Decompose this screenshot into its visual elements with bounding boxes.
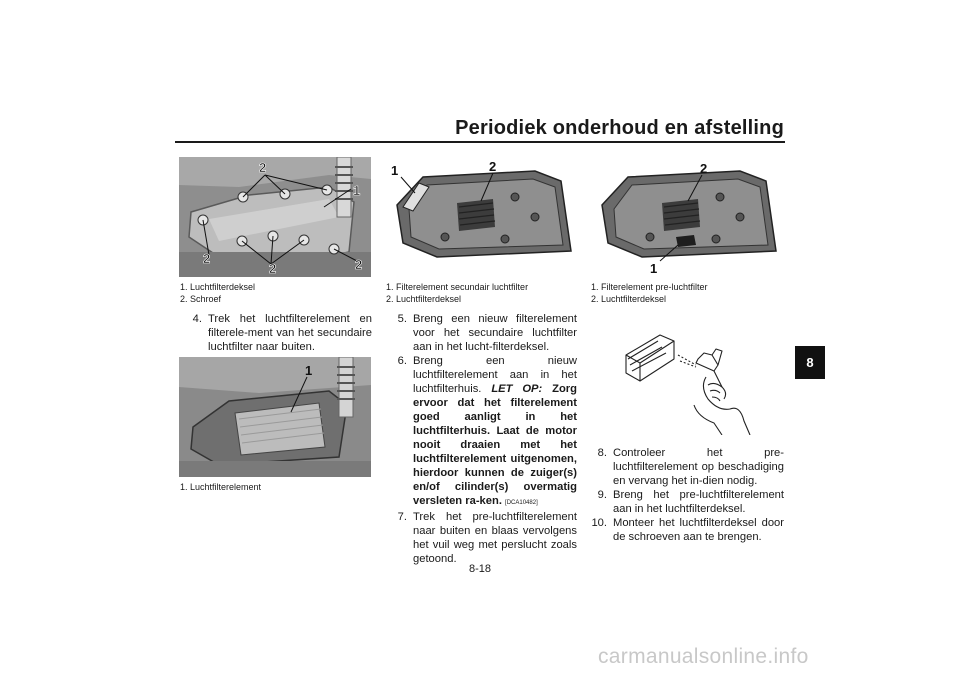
callout-fig1-c: 2 [203, 251, 210, 266]
steps-col1: 4.Trek het luchtfilterelement en filtere… [182, 312, 372, 354]
callout-fig1-a: 2 [259, 160, 266, 175]
step-6: 6.Breng een nieuw luchtfilterelement aan… [397, 355, 577, 507]
callout-fig4-a: 2 [700, 161, 707, 176]
figure-air-filter-cover: 2 1 2 2 2 [179, 157, 371, 277]
notice-label: LET OP: [491, 383, 543, 395]
callout-fig3-b: 2 [489, 159, 496, 174]
figure-air-filter-element: 1 [179, 357, 371, 477]
callout-fig1-b: 1 [353, 183, 360, 198]
caption-fig1: 1. Luchtfilterdeksel 2. Schroef [180, 282, 256, 304]
page-title: Periodiek onderhoud en afstelling [455, 117, 784, 139]
callout-fig2-a: 1 [305, 363, 312, 378]
page-number: 8-18 [468, 563, 492, 575]
header-rule [175, 141, 785, 143]
step-5: 5.Breng een nieuw filterelement voor het… [397, 313, 577, 353]
callout-fig1-d: 2 [269, 261, 276, 276]
step-8: 8.Controleer het pre-luchtfilterelement … [597, 447, 784, 487]
step-7: 7.Trek het pre-luchtfilterelement naar b… [397, 511, 577, 565]
callout-fig4-b: 1 [650, 261, 657, 276]
step-9: 9.Breng het pre-luchtfilterelement aan i… [597, 489, 784, 515]
caption-fig3: 1. Filterelement secundair luchtfilter 2… [386, 282, 529, 304]
chapter-tab: 8 [795, 346, 825, 379]
caption-fig4: 1. Filterelement pre-luchtfilter 2. Luch… [591, 282, 708, 304]
callout-fig1-e: 2 [355, 257, 362, 272]
notice-code: [DCA10482] [505, 500, 538, 506]
watermark: carmanualsonline.info [598, 645, 809, 668]
step-10: 10.Monteer het luchtfilterdeksel door de… [591, 517, 784, 543]
step-4: 4.Trek het luchtfilterelement en filtere… [192, 313, 372, 353]
figure-secondary-filter: 1 2 [385, 157, 577, 277]
notice-text: Zorg ervoor dat het filterelement goed a… [413, 383, 577, 507]
figure-compressed-air [618, 325, 758, 435]
steps-col2: 5.Breng een nieuw filterelement voor het… [387, 312, 577, 566]
steps-col3: 8.Controleer het pre-luchtfilterelement … [587, 446, 784, 544]
callout-fig3-a: 1 [391, 163, 398, 178]
figure-pre-filter: 2 1 [590, 157, 782, 277]
caption-fig2: 1. Luchtfilterelement [180, 482, 262, 492]
